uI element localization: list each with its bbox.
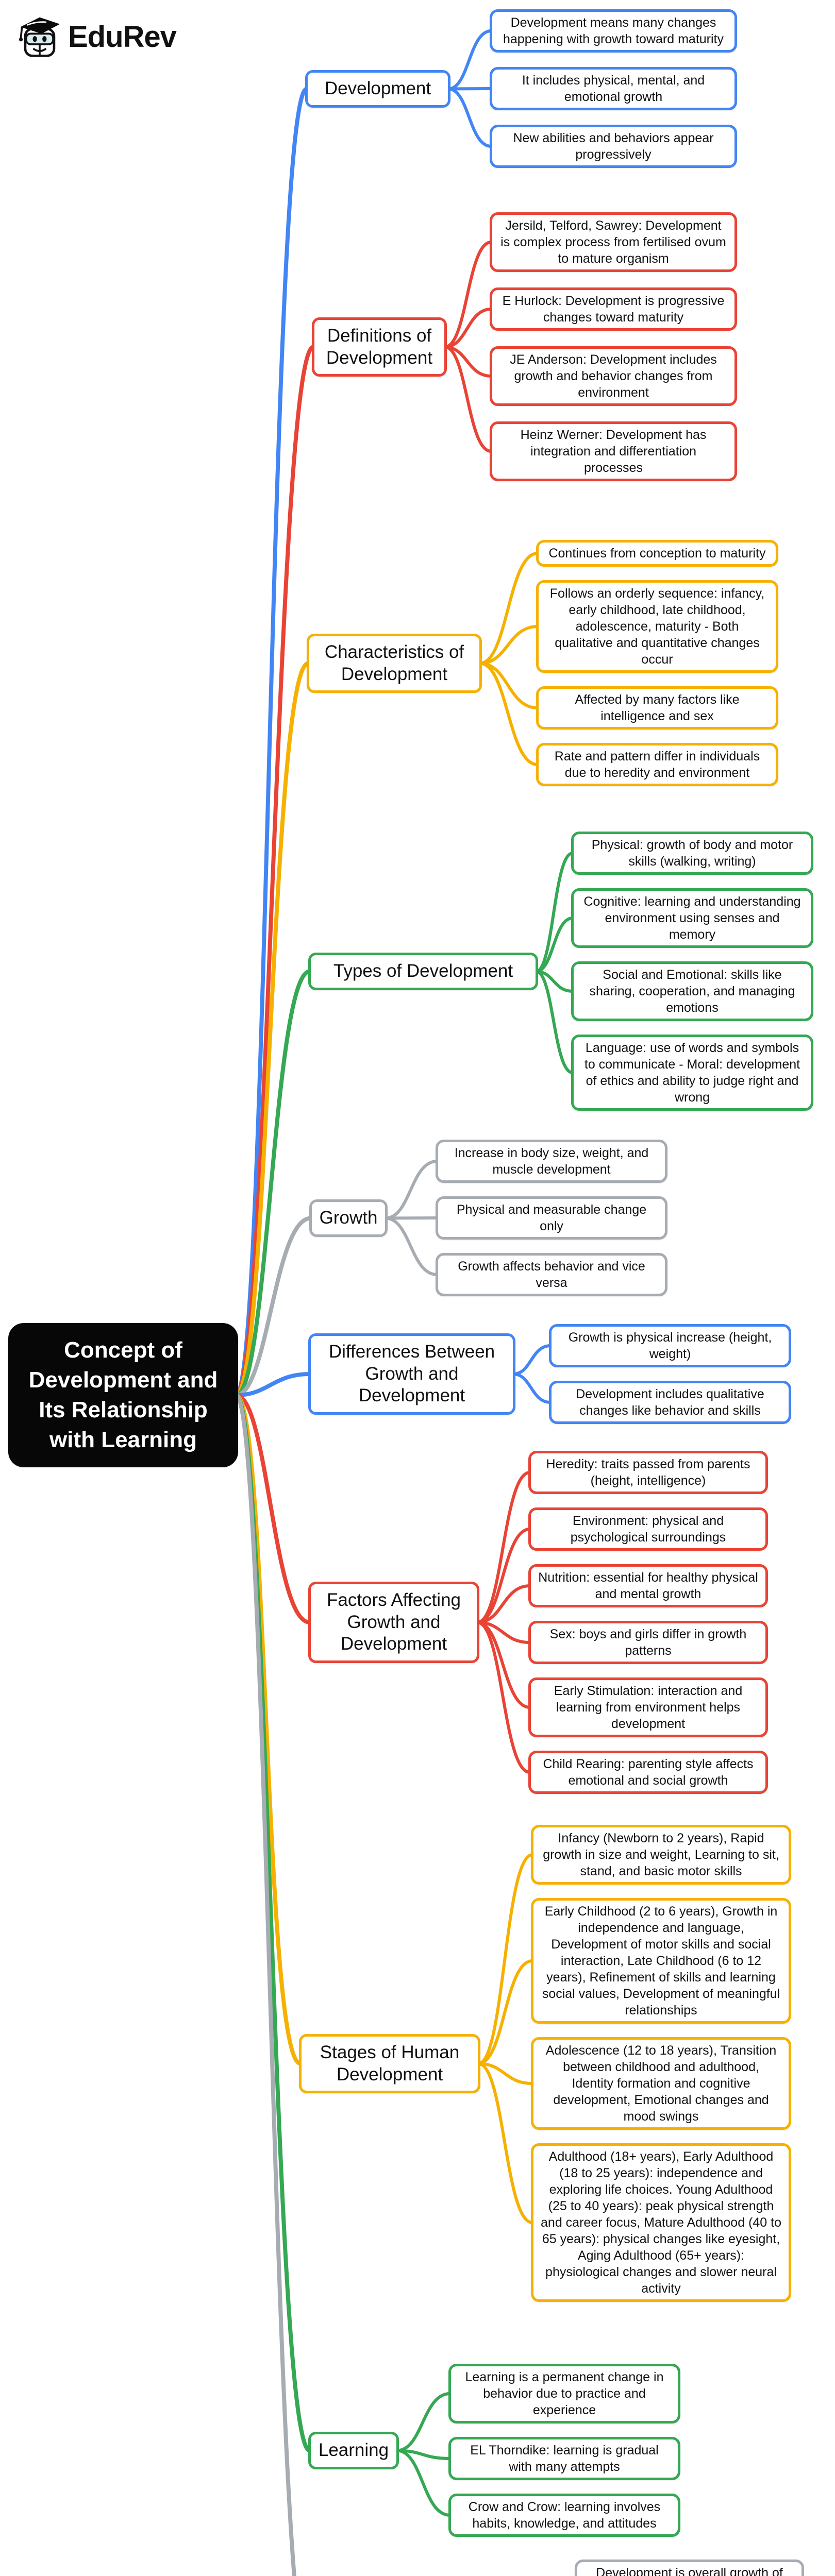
child-node: Child Rearing: parenting style affects e… (528, 1751, 768, 1794)
edurev-brand-text: EduRev (68, 20, 177, 54)
child-node: Adolescence (12 to 18 years), Transition… (531, 2037, 791, 2130)
child-node: Adulthood (18+ years), Early Adulthood (… (531, 2143, 791, 2302)
child-node: Nutrition: essential for healthy physica… (528, 1564, 768, 1607)
child-node: Early Childhood (2 to 6 years), Growth i… (531, 1898, 791, 2024)
child-node: Follows an orderly sequence: infancy, ea… (536, 580, 778, 673)
branch-label: Development (305, 70, 450, 108)
child-node: Continues from conception to maturity (536, 540, 778, 567)
child-node: Growth is physical increase (height, wei… (549, 1324, 791, 1367)
child-node: Social and Emotional: skills like sharin… (571, 961, 813, 1021)
child-node: Heinz Werner: Development has integratio… (490, 421, 737, 481)
branch-label: Characteristics of Development (307, 634, 482, 693)
child-node: Language: use of words and symbols to co… (571, 1035, 813, 1111)
child-node: Development includes qualitative changes… (549, 1381, 791, 1424)
branch-label: Types of Development (308, 953, 538, 990)
branch-label: Definitions of Development (312, 317, 447, 377)
branch-label: Differences Between Growth and Developme… (308, 1333, 515, 1415)
branch-label: Learning (308, 2432, 399, 2469)
child-node: Heredity: traits passed from parents (he… (528, 1451, 768, 1494)
child-node: It includes physical, mental, and emotio… (490, 67, 737, 110)
child-node: New abilities and behaviors appear progr… (490, 125, 737, 168)
child-node: Sex: boys and girls differ in growth pat… (528, 1621, 768, 1664)
child-node: Increase in body size, weight, and muscl… (436, 1140, 667, 1183)
branch-label: Stages of Human Development (299, 2034, 480, 2094)
child-node: Physical: growth of body and motor skill… (571, 832, 813, 875)
child-node: E Hurlock: Development is progressive ch… (490, 287, 737, 331)
child-node: Development means many changes happening… (490, 9, 737, 53)
child-node: Affected by many factors like intelligen… (536, 686, 778, 730)
child-node: Development is overall growth of knowled… (575, 2560, 804, 2576)
child-node: Rate and pattern differ in individuals d… (536, 743, 778, 786)
child-node: Environment: physical and psychological … (528, 1507, 768, 1551)
child-node: Physical and measurable change only (436, 1196, 667, 1240)
child-node: JE Anderson: Development includes growth… (490, 346, 737, 406)
child-node: Learning is a permanent change in behavi… (448, 2364, 680, 2424)
branch-label: Factors Affecting Growth and Development (308, 1582, 479, 1664)
child-node: Jersild, Telford, Sawrey: Development is… (490, 212, 737, 272)
edurev-logo[interactable]: EduRev (18, 14, 177, 59)
child-node: Growth affects behavior and vice versa (436, 1253, 667, 1296)
child-node: Infancy (Newborn to 2 years), Rapid grow… (531, 1825, 791, 1885)
child-node: EL Thorndike: learning is gradual with m… (448, 2437, 680, 2480)
child-node: Cognitive: learning and understanding en… (571, 888, 813, 948)
child-node: Crow and Crow: learning involves habits,… (448, 2494, 680, 2537)
child-node: Early Stimulation: interaction and learn… (528, 1677, 768, 1737)
branch-label: Growth (309, 1199, 388, 1237)
root-topic-node: Concept of Development and Its Relations… (8, 1323, 238, 1468)
edurev-logo-icon (18, 14, 61, 59)
